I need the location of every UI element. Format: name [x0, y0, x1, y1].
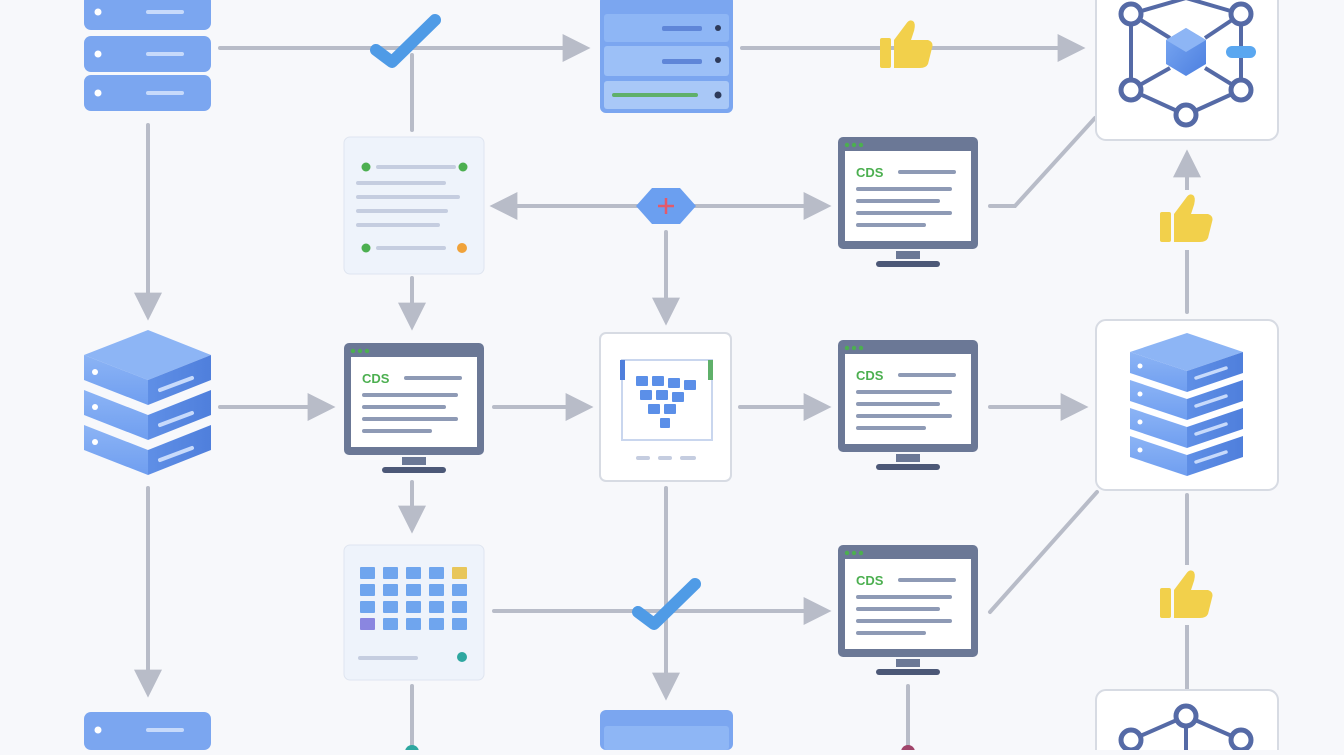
network-graph-icon: [1095, 689, 1279, 755]
calendar-grid-icon: [343, 544, 485, 681]
monitor-card-top: CDS: [838, 137, 978, 267]
monitor-card-bottom: CDS: [838, 545, 978, 675]
line-monitor-to-network: [988, 116, 1097, 208]
connector-node: [901, 745, 915, 755]
server-rack-icon: [600, 0, 733, 113]
network-graph-icon: [1095, 0, 1279, 141]
check-icon: [632, 578, 701, 630]
thumbs-up-icon: [1160, 194, 1213, 242]
server-rack-icon: [600, 710, 733, 750]
server-stack-icon: [84, 712, 211, 750]
line-monitor-to-server: [988, 490, 1099, 614]
monitor-card-left: CDS: [344, 343, 484, 473]
monitor-card-middle: CDS: [838, 340, 978, 470]
server-stack-icon: [84, 330, 211, 475]
monitor-label: CDS: [856, 368, 884, 383]
connector-node: [405, 745, 419, 755]
monitor-label: CDS: [856, 573, 884, 588]
server-stack-icon: [84, 0, 211, 111]
monitor-label: CDS: [362, 371, 390, 386]
document-card-icon: [343, 136, 485, 275]
decision-diamond-icon: [636, 188, 696, 224]
data-grid-icon: [599, 332, 732, 482]
thumbs-up-icon: [1160, 570, 1213, 618]
monitor-label: CDS: [856, 165, 884, 180]
thumbs-up-icon: [880, 20, 933, 68]
check-icon: [370, 14, 441, 68]
server-stack-icon: [1095, 319, 1279, 491]
